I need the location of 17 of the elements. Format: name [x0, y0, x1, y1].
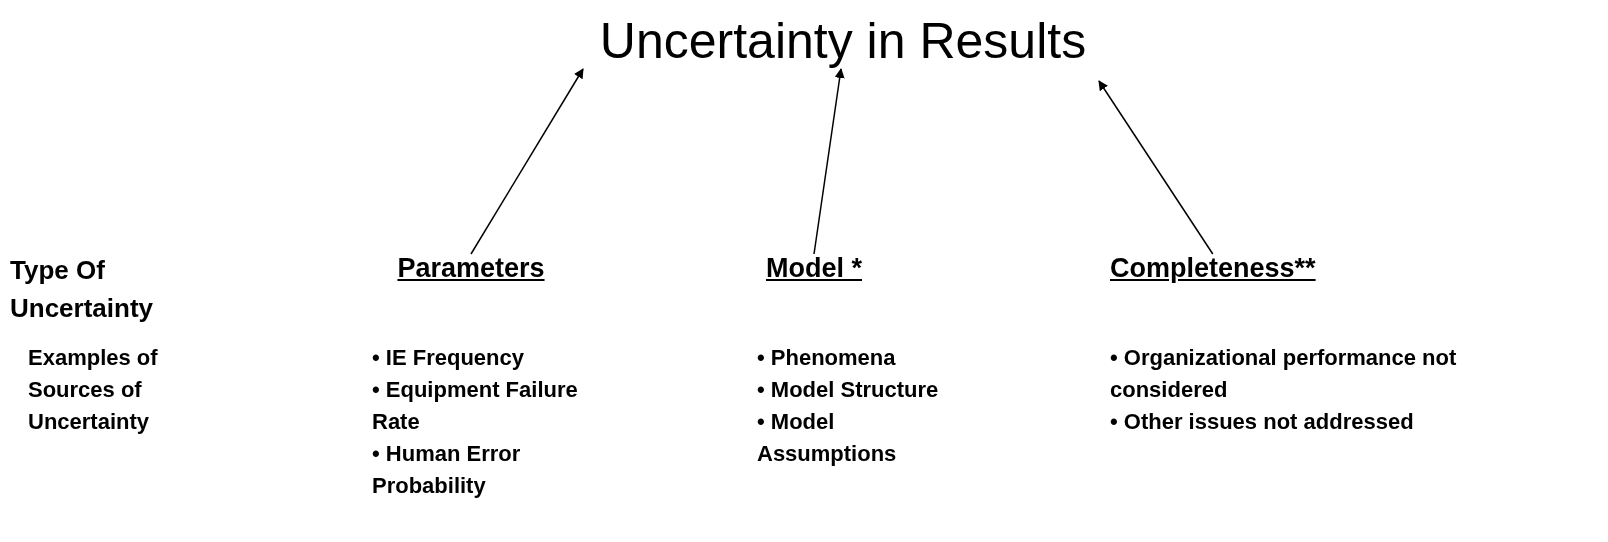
title-text: Uncertainty in Results — [599, 14, 1087, 69]
category-heading: Completeness** — [1110, 254, 1316, 284]
bullet-item: • Model Structure — [757, 376, 940, 404]
bullet-item: • IE Frequency — [372, 344, 525, 372]
row-heading: Examples of Sources of Uncertainty — [28, 344, 159, 436]
category-heading: Parameters — [397, 254, 545, 284]
category-heading: Model * — [766, 254, 862, 284]
bullet-item: • Phenomena — [757, 344, 897, 372]
bullet-item: • Model Assumptions — [757, 408, 898, 468]
bullet-item: • Equipment Failure Rate — [372, 376, 579, 436]
arrow — [470, 68, 584, 255]
bullet-item: • Other issues not addressed — [1110, 408, 1415, 436]
bullet-item: • Organizational performance not considered — [1110, 344, 1458, 404]
row-heading: Type Of Uncertainty — [10, 254, 155, 325]
arrow — [1098, 80, 1214, 255]
bullet-item: • Human Error Probability — [372, 440, 522, 500]
arrow — [813, 68, 845, 255]
